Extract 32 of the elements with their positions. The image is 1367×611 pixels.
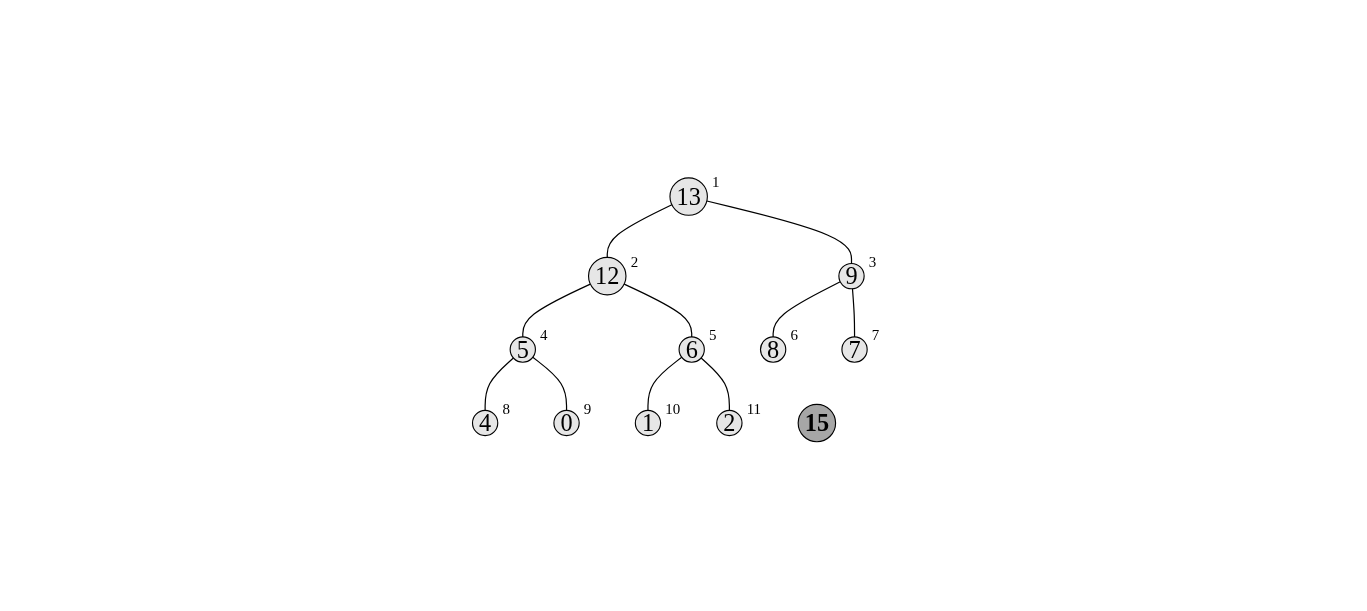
index-label: 6: [790, 327, 798, 344]
node-circle: 2: [715, 410, 743, 437]
node-circle: 7: [841, 336, 868, 364]
index-label: 9: [583, 401, 591, 418]
index-label: 2: [630, 254, 638, 271]
index-label: 10: [664, 401, 680, 418]
connector: [851, 288, 855, 338]
node-circle: 4: [471, 410, 498, 437]
connector: [531, 357, 567, 412]
index-label: 4: [539, 327, 548, 344]
node-circle: 6: [678, 336, 705, 364]
node-circle: 15: [797, 404, 836, 443]
index-label: 8: [502, 401, 510, 418]
connector: [647, 357, 682, 412]
connector: [484, 357, 514, 412]
index-label: 11: [746, 401, 761, 418]
node-circle: 5: [509, 336, 536, 364]
connector: [623, 283, 692, 338]
node-circle: 9: [837, 263, 865, 290]
connector: [700, 357, 730, 412]
index-label: 1: [711, 174, 720, 191]
index-label: 3: [868, 254, 876, 271]
node-circle: 1: [634, 410, 661, 437]
index-label: 5: [708, 327, 717, 344]
node-circle: 12: [587, 257, 627, 296]
index-label: 7: [871, 327, 879, 344]
node-circle: 13: [669, 177, 708, 217]
connector: [772, 281, 841, 338]
connector: [606, 204, 673, 259]
connector: [521, 283, 591, 338]
node-circle: 8: [759, 336, 786, 364]
node-circle: 0: [553, 410, 580, 437]
